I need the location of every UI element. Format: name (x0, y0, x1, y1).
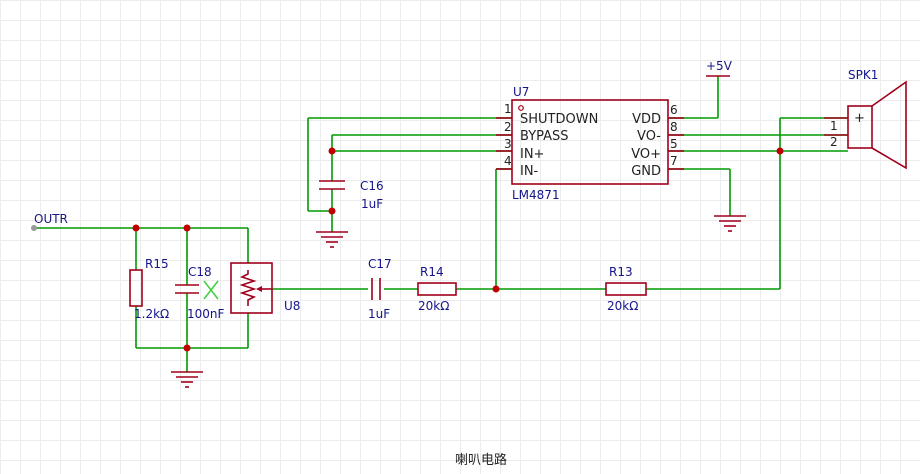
capacitor-c16[interactable]: C16 1uF (319, 179, 384, 211)
u7-pin-name: SHUTDOWN (520, 112, 598, 127)
c17-value: 1uF (368, 307, 390, 321)
resistor-r13[interactable]: R13 20kΩ (605, 265, 647, 313)
u7-pin-number: 1 (504, 102, 512, 116)
capacitor-c17[interactable]: C17 1uF (368, 257, 392, 321)
u7-pin-name: IN+ (520, 147, 544, 162)
u7-pin1-marker-icon (518, 105, 524, 111)
outr-terminal (31, 225, 37, 231)
junction-dot (183, 344, 191, 352)
u7-pin-name: VO+ (631, 147, 661, 162)
u7-pin-number: 2 (504, 120, 512, 134)
u7-pin-number: 5 (670, 137, 678, 151)
r14-value: 20kΩ (418, 299, 449, 313)
u8-ref: U8 (284, 299, 300, 313)
u7-pin-number: 4 (504, 154, 512, 168)
speaker-cone-icon (871, 80, 907, 170)
u7-pin-name: GND (631, 164, 661, 179)
wires (34, 76, 848, 372)
u7-ref: U7 (513, 85, 529, 99)
c18-ref: C18 (188, 265, 212, 279)
c17-ref: C17 (368, 257, 392, 271)
ground-symbol-c16[interactable] (316, 231, 348, 248)
ground-symbol-input[interactable] (171, 371, 203, 388)
spk1-ref: SPK1 (848, 68, 878, 82)
r15-body (129, 269, 143, 307)
resistor-r15[interactable]: R15 1.2kΩ (129, 257, 169, 321)
r15-ref: R15 (145, 257, 169, 271)
u8-body (230, 262, 273, 314)
u7-part: LM4871 (512, 188, 560, 202)
no-connect-icon (203, 280, 219, 300)
r14-ref: R14 (420, 265, 444, 279)
c18-value: 100nF (187, 307, 225, 321)
diagram-caption: 喇叭电路 (455, 452, 507, 468)
ground-symbol-u7[interactable] (714, 215, 746, 232)
r15-value: 1.2kΩ (134, 307, 169, 321)
outr-label: OUTR (34, 212, 68, 226)
junction-dot (776, 147, 784, 155)
power-5v[interactable]: +5V (706, 59, 733, 77)
junction-dot (492, 285, 500, 293)
r13-value: 20kΩ (607, 299, 638, 313)
junction-dot (132, 224, 140, 232)
r14-body (417, 282, 457, 296)
u7-pin-name: IN- (520, 164, 539, 179)
u8-resistor-zigzag (239, 270, 257, 306)
u7-pin-name: VO- (637, 129, 661, 144)
potentiometer-u8[interactable]: U8 (230, 262, 300, 314)
u7-pin-number: 7 (670, 154, 678, 168)
u7-pin-number: 3 (504, 137, 512, 151)
c16-value: 1uF (361, 197, 383, 211)
u7-pin-name: BYPASS (520, 129, 569, 144)
resistor-r14[interactable]: R14 20kΩ (417, 265, 457, 313)
junction-dot (183, 224, 191, 232)
spk1-body (847, 105, 873, 149)
u8-wiper-arrow-icon (256, 286, 262, 292)
u7-body (511, 99, 669, 185)
u7-pin-number: 6 (670, 103, 678, 117)
junction-dot (328, 207, 336, 215)
speaker-spk1[interactable]: + 1 2 SPK1 (824, 68, 907, 170)
ic-u7[interactable]: U7 LM4871 1 SHUTDOWN 2 BYPASS 3 IN+ 4 IN… (496, 85, 684, 202)
spk1-pin-number: 1 (830, 119, 838, 133)
junctions (132, 147, 784, 352)
u7-pin-name: VDD (632, 112, 661, 127)
spk1-pin-number: 2 (830, 135, 838, 149)
c16-ref: C16 (360, 179, 384, 193)
r13-body (605, 282, 647, 296)
spk1-plus: + (854, 111, 865, 126)
junction-dot (328, 147, 336, 155)
r13-ref: R13 (609, 265, 633, 279)
u7-pin-number: 8 (670, 120, 678, 134)
capacitor-c18[interactable]: C18 100nF (175, 265, 225, 321)
vcc-label: +5V (706, 59, 733, 73)
